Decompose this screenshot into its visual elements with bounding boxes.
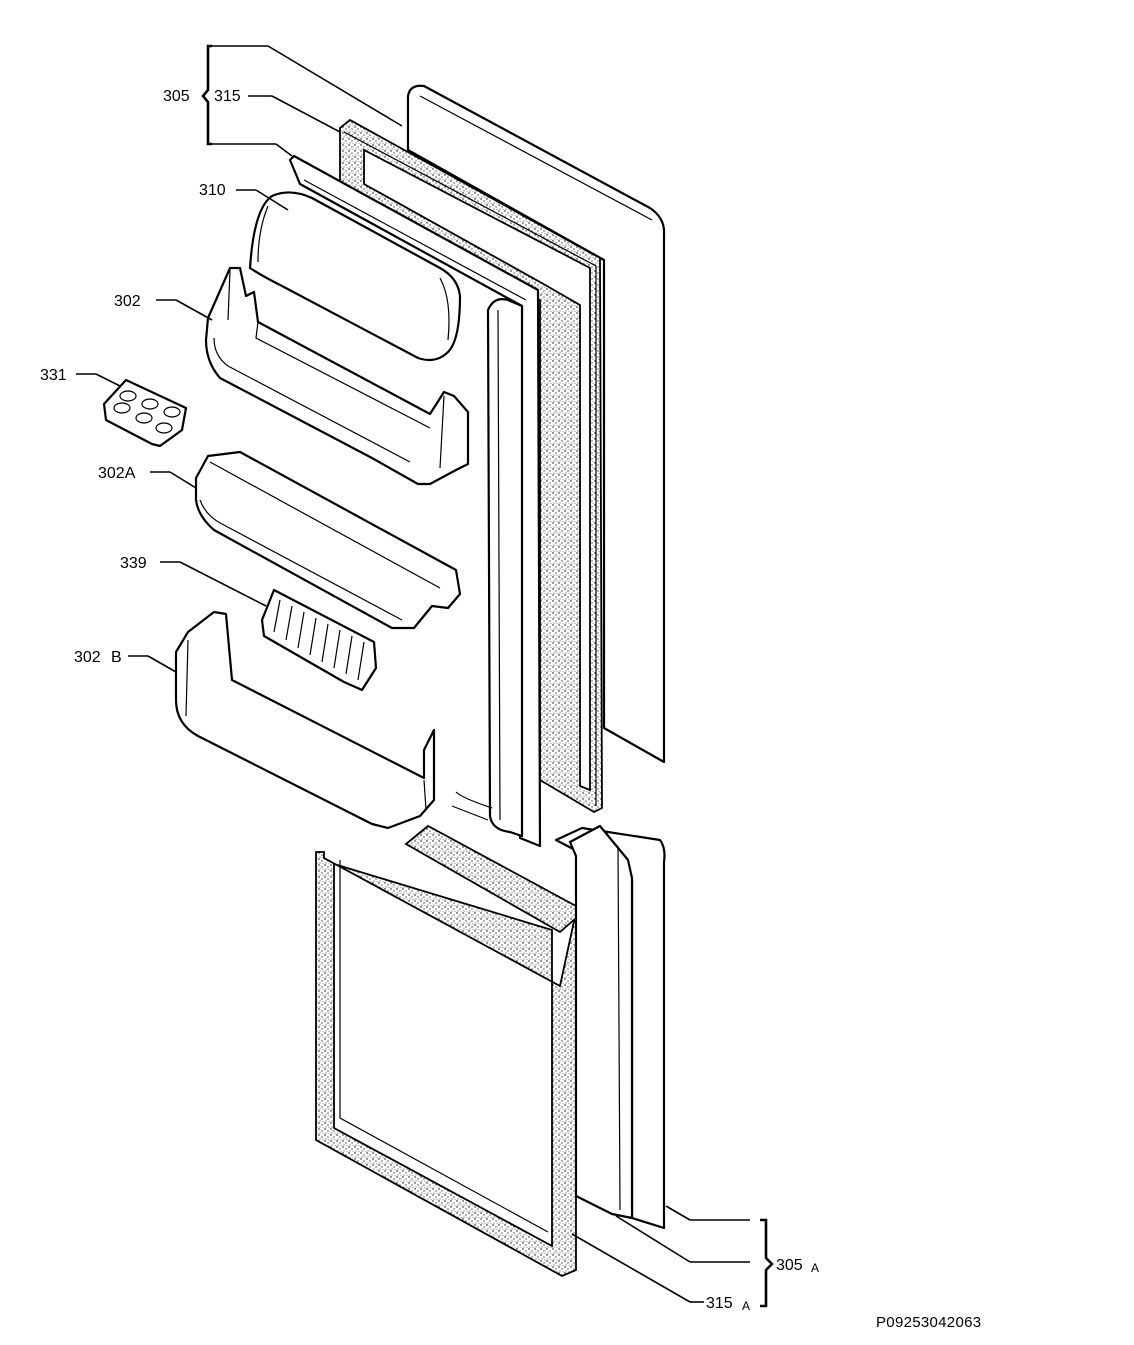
label-315a-suffix: A: [742, 1299, 750, 1313]
upper-door-panel: [406, 84, 666, 764]
label-302b-suffix: B: [111, 649, 122, 666]
label-310: 310: [199, 182, 226, 199]
leader-lines: [76, 44, 774, 1308]
label-331: 331: [40, 367, 67, 384]
shelf-divider-339: [260, 588, 378, 692]
label-302b-number: 302: [74, 649, 101, 666]
dairy-compartment-lid: [248, 191, 462, 362]
upper-door-liner: [288, 154, 542, 848]
label-305a-number: 305: [776, 1257, 803, 1274]
label-315a-number: 315: [706, 1295, 733, 1312]
lower-door-gasket: [315, 824, 577, 1278]
door-shelf-302a: [194, 450, 462, 630]
label-315: 315: [214, 88, 241, 105]
label-305: 305: [163, 88, 190, 105]
label-305a-suffix: A: [811, 1261, 819, 1275]
lower-door-panel: [554, 824, 666, 1230]
label-339: 339: [120, 555, 147, 572]
label-302: 302: [114, 293, 141, 310]
egg-tray-331: [102, 378, 188, 448]
door-shelf-302: [204, 266, 470, 486]
drawing-code: P09253042063: [876, 1314, 981, 1331]
door-shelf-302b: [174, 610, 436, 830]
label-302a: 302A: [98, 465, 136, 482]
